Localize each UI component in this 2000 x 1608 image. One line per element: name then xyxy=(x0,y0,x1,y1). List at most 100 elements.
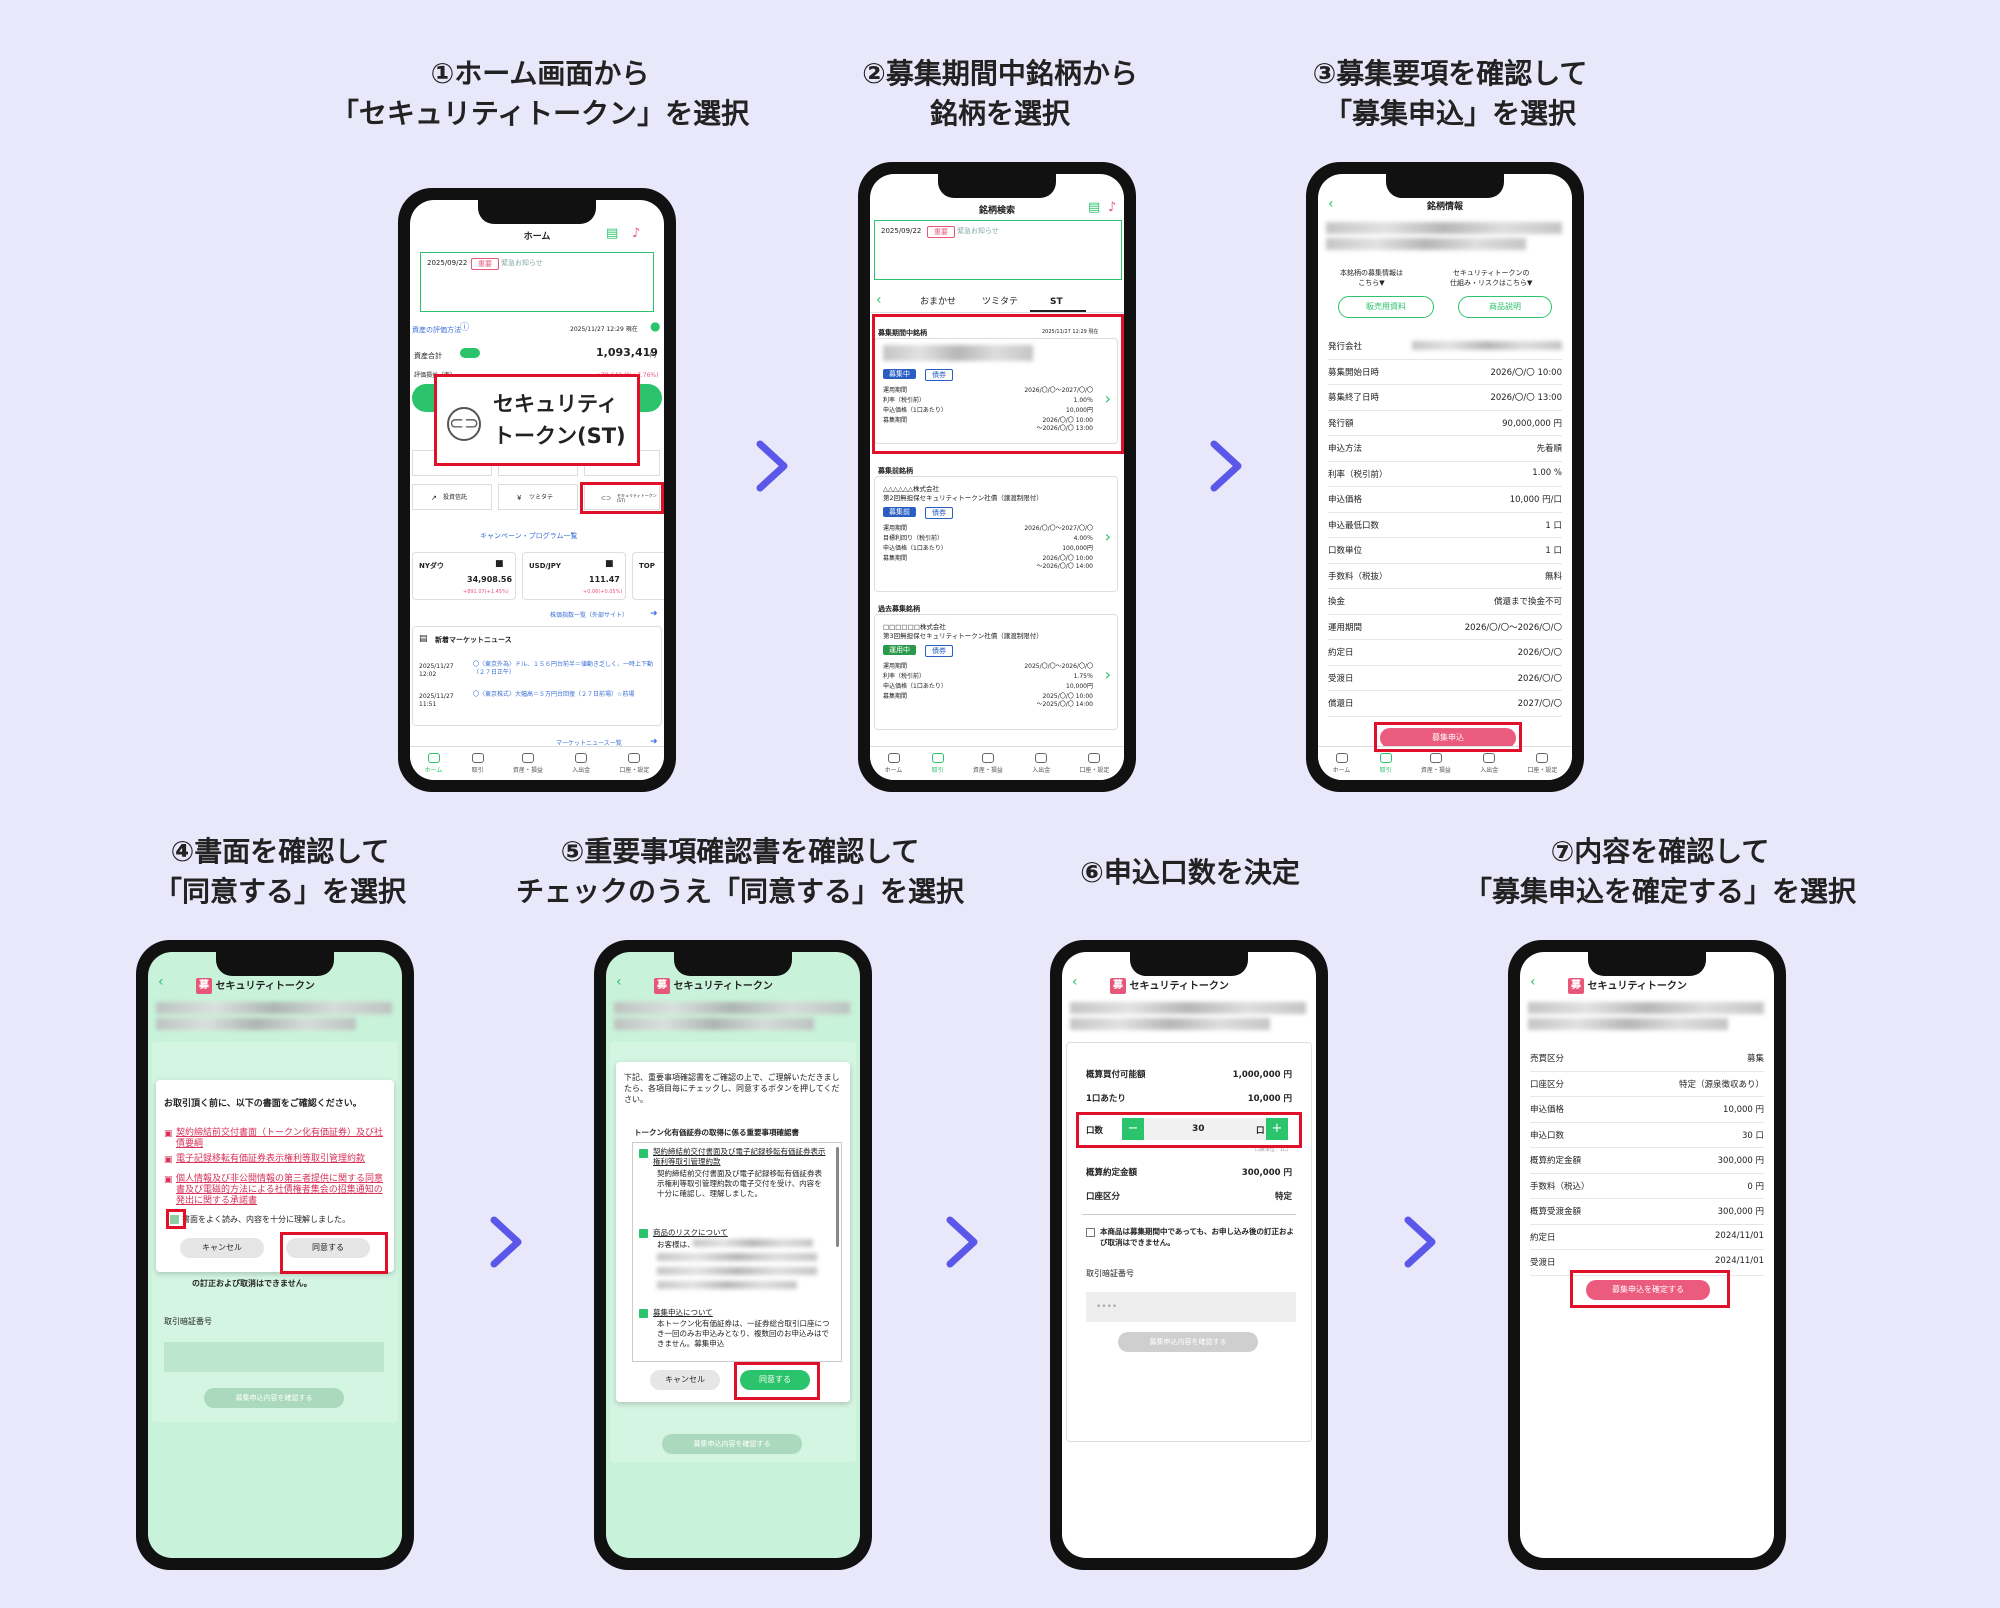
search-screen: 銘柄検索 ▤ ♪ 2025/09/22 重要 緊急お知らせ ‹ おまかせ ツミタ… xyxy=(870,174,1124,780)
news-item[interactable]: 〇〈東京外為〉ドル、１５６円台前半＝値動き乏しく、一時上下動（２７日正午） xyxy=(473,661,654,676)
matters-dialog: 下記、重要事項確認書をご確認の上で、ご理解いただきましたら、各項目毎にチェックし… xyxy=(616,1062,850,1402)
back-chevron-icon[interactable]: ‹ xyxy=(1530,974,1536,990)
product-card[interactable]: □□□□□□株式会社 第3回無担保セキュリティトークン社債（譲渡制限付） 運用中… xyxy=(874,614,1118,730)
nav-trade[interactable]: 取引 xyxy=(1379,753,1392,774)
nav-home[interactable]: ホーム xyxy=(1333,753,1350,774)
apply-button[interactable]: 募集申込 xyxy=(1380,728,1516,748)
confirm-button[interactable]: 募集申込内容を確認する xyxy=(1118,1332,1258,1352)
phone-product-info: ‹ 銘柄情報 本銘柄の募集情報は こちら▼ セキュリティトークンの 仕組み・リス… xyxy=(1306,162,1584,792)
back-chevron-icon[interactable]: ‹ xyxy=(1072,974,1078,990)
menu-tile-tsumitate[interactable]: ¥ ツミタテ xyxy=(498,484,578,510)
offer-info-link[interactable]: 本銘柄の募集情報は こちら▼ xyxy=(1340,269,1403,287)
nav-settings[interactable]: 口座・設定 xyxy=(1527,753,1557,774)
back-chevron-icon[interactable]: ‹ xyxy=(1328,196,1334,212)
blurred-issuer xyxy=(1412,341,1562,350)
nav-home[interactable]: ホーム xyxy=(425,753,442,774)
tab-tsumitate[interactable]: ツミタテ xyxy=(982,297,1019,307)
cancel-button[interactable]: キャンセル xyxy=(650,1370,720,1390)
nav-deposit[interactable]: 入出金 xyxy=(1032,753,1050,774)
nav-deposit[interactable]: 入出金 xyxy=(572,753,590,774)
blurred-text xyxy=(657,1267,817,1275)
visibility-toggle[interactable] xyxy=(460,348,480,358)
nav-trade[interactable]: 取引 xyxy=(931,753,944,774)
row-label: 運用期間 xyxy=(1328,622,1363,633)
product-card[interactable]: △△△△△△株式会社 第2回無担保セキュリティトークン社債（譲渡制限付） 募集前… xyxy=(874,476,1118,592)
nav-settings[interactable]: 口座・設定 xyxy=(619,753,649,774)
matter-checkbox[interactable] xyxy=(639,1149,648,1158)
nav-settings[interactable]: 口座・設定 xyxy=(1079,753,1109,774)
sales-material-button[interactable]: 販売用資料 xyxy=(1338,296,1434,318)
blurred-text xyxy=(657,1253,817,1261)
password-input[interactable]: •••• xyxy=(1086,1292,1296,1322)
matter-checkbox[interactable] xyxy=(639,1309,648,1318)
ticker-card[interactable]: USD/JPY ■ 111.47 +0.06(+0.05%) xyxy=(522,552,626,600)
news-item[interactable]: 〇〈東京株式〉大幅高＝５万円台回復（２７日前場）☆前場 xyxy=(473,691,635,698)
st-link-icon: ⊂⊃ xyxy=(447,407,481,441)
index-link[interactable]: 株価指数一覧（外部サイト） xyxy=(550,612,629,619)
refresh-icon[interactable]: ● xyxy=(650,319,661,333)
memo-icon[interactable]: ▤ xyxy=(1088,200,1101,215)
nav-assets[interactable]: 資産・損益 xyxy=(1421,753,1451,774)
ticker-card[interactable]: TOP xyxy=(632,552,664,600)
kind-badge: 債券 xyxy=(925,507,953,519)
row-value: 無料 xyxy=(1544,571,1562,582)
password-input[interactable] xyxy=(164,1342,384,1372)
notice-box[interactable]: 2025/09/22 重要 緊急お知らせ xyxy=(874,220,1122,280)
understood-checkbox[interactable] xyxy=(170,1215,179,1224)
qty-value[interactable]: 30 xyxy=(1192,1124,1205,1134)
plus-button[interactable]: + xyxy=(1266,1118,1288,1140)
row-value: 2026/〇/〇 13:00 xyxy=(1490,393,1562,403)
arrow-circle-icon[interactable]: ➜ xyxy=(650,609,658,619)
campaign-link[interactable]: キャンペーン・プログラム一覧 xyxy=(480,532,578,540)
matter-checkbox[interactable] xyxy=(639,1229,648,1238)
cancel-button[interactable]: キャンセル xyxy=(180,1238,264,1258)
back-chevron-icon[interactable]: ‹ xyxy=(616,974,622,990)
tab-st[interactable]: ST xyxy=(1050,297,1063,307)
bell-icon[interactable]: ♪ xyxy=(632,226,641,241)
arrow-circle-icon[interactable]: ➜ xyxy=(650,737,658,747)
doc-link[interactable]: 電子記録移転有価証券表示権利等取引管理約款 xyxy=(176,1154,366,1164)
divider xyxy=(1082,1214,1296,1215)
offer-icon: 募 xyxy=(1568,978,1584,994)
menu-tile-fund[interactable]: ↗ 投資信託 xyxy=(412,484,492,510)
help-icon[interactable]: ⓘ xyxy=(460,323,470,333)
nav-assets[interactable]: 資産・損益 xyxy=(973,753,1003,774)
step5-caption: ⑤重要事項確認書を確認してチェックのうえ「同意する」を選択 xyxy=(515,835,964,908)
notice-box[interactable]: 2025/09/22 重要 緊急お知らせ xyxy=(420,252,654,312)
back-chevron-icon[interactable]: ‹ xyxy=(158,974,164,990)
eval-method-link[interactable]: 資産の評価方法 xyxy=(412,326,461,334)
doc-link[interactable]: 契約締結前交付書面（トークン化有価証券）及び社債要綱 xyxy=(176,1128,384,1149)
quantity-highlight xyxy=(1076,1112,1302,1148)
news-list-link[interactable]: マーケットニュース一覧 xyxy=(556,740,622,747)
finalize-button[interactable]: 募集申込を確定する xyxy=(1586,1280,1710,1300)
agree-button[interactable]: 同意する xyxy=(286,1238,370,1258)
risk-info-link[interactable]: セキュリティトークンの 仕組み・リスクはこちら▼ xyxy=(1450,269,1533,287)
nav-deposit[interactable]: 入出金 xyxy=(1480,753,1498,774)
nav-home[interactable]: ホーム xyxy=(885,753,902,774)
nav-trade[interactable]: 取引 xyxy=(471,753,484,774)
doc-link[interactable]: 個人情報及び非公開情報の第三者提供に関する同意書及び電磁的方法による社債権者集会… xyxy=(176,1174,384,1206)
row-value: 2026/〇/〇〜2026/〇/〇 xyxy=(1464,622,1562,633)
confirm-button[interactable]: 募集申込内容を確認する xyxy=(662,1434,802,1454)
matters-scroll[interactable]: 契約締結前交付書面及び電子記録移転有価証券表示権利等取引管理約款 契約締結前交付… xyxy=(632,1142,842,1362)
row-label: 受渡日 xyxy=(1328,673,1354,684)
phone-notch xyxy=(478,200,596,224)
confirm-button[interactable]: 募集申込内容を確認する xyxy=(204,1388,344,1408)
scrollbar[interactable] xyxy=(836,1147,839,1247)
tab-omakase[interactable]: おまかせ xyxy=(920,297,957,307)
back-chevron-icon[interactable]: ‹ xyxy=(876,292,882,308)
step7-caption: ⑦内容を確認して「募集申込を確定する」を選択 xyxy=(1463,835,1856,908)
product-description-button[interactable]: 商品説明 xyxy=(1458,296,1552,318)
minus-button[interactable]: − xyxy=(1122,1118,1144,1140)
notice-checkbox[interactable] xyxy=(1086,1228,1095,1237)
ticker-card[interactable]: NYダウ ■ 34,908.56 +891.07(+1.45%) xyxy=(412,552,516,600)
memo-icon[interactable]: ▤ xyxy=(606,226,619,241)
tab-underline xyxy=(1030,310,1086,312)
agree-button[interactable]: 同意する xyxy=(740,1370,810,1390)
nav-assets[interactable]: 資産・損益 xyxy=(513,753,543,774)
bell-icon[interactable]: ♪ xyxy=(1108,200,1117,215)
page-title: ホーム xyxy=(523,232,551,242)
